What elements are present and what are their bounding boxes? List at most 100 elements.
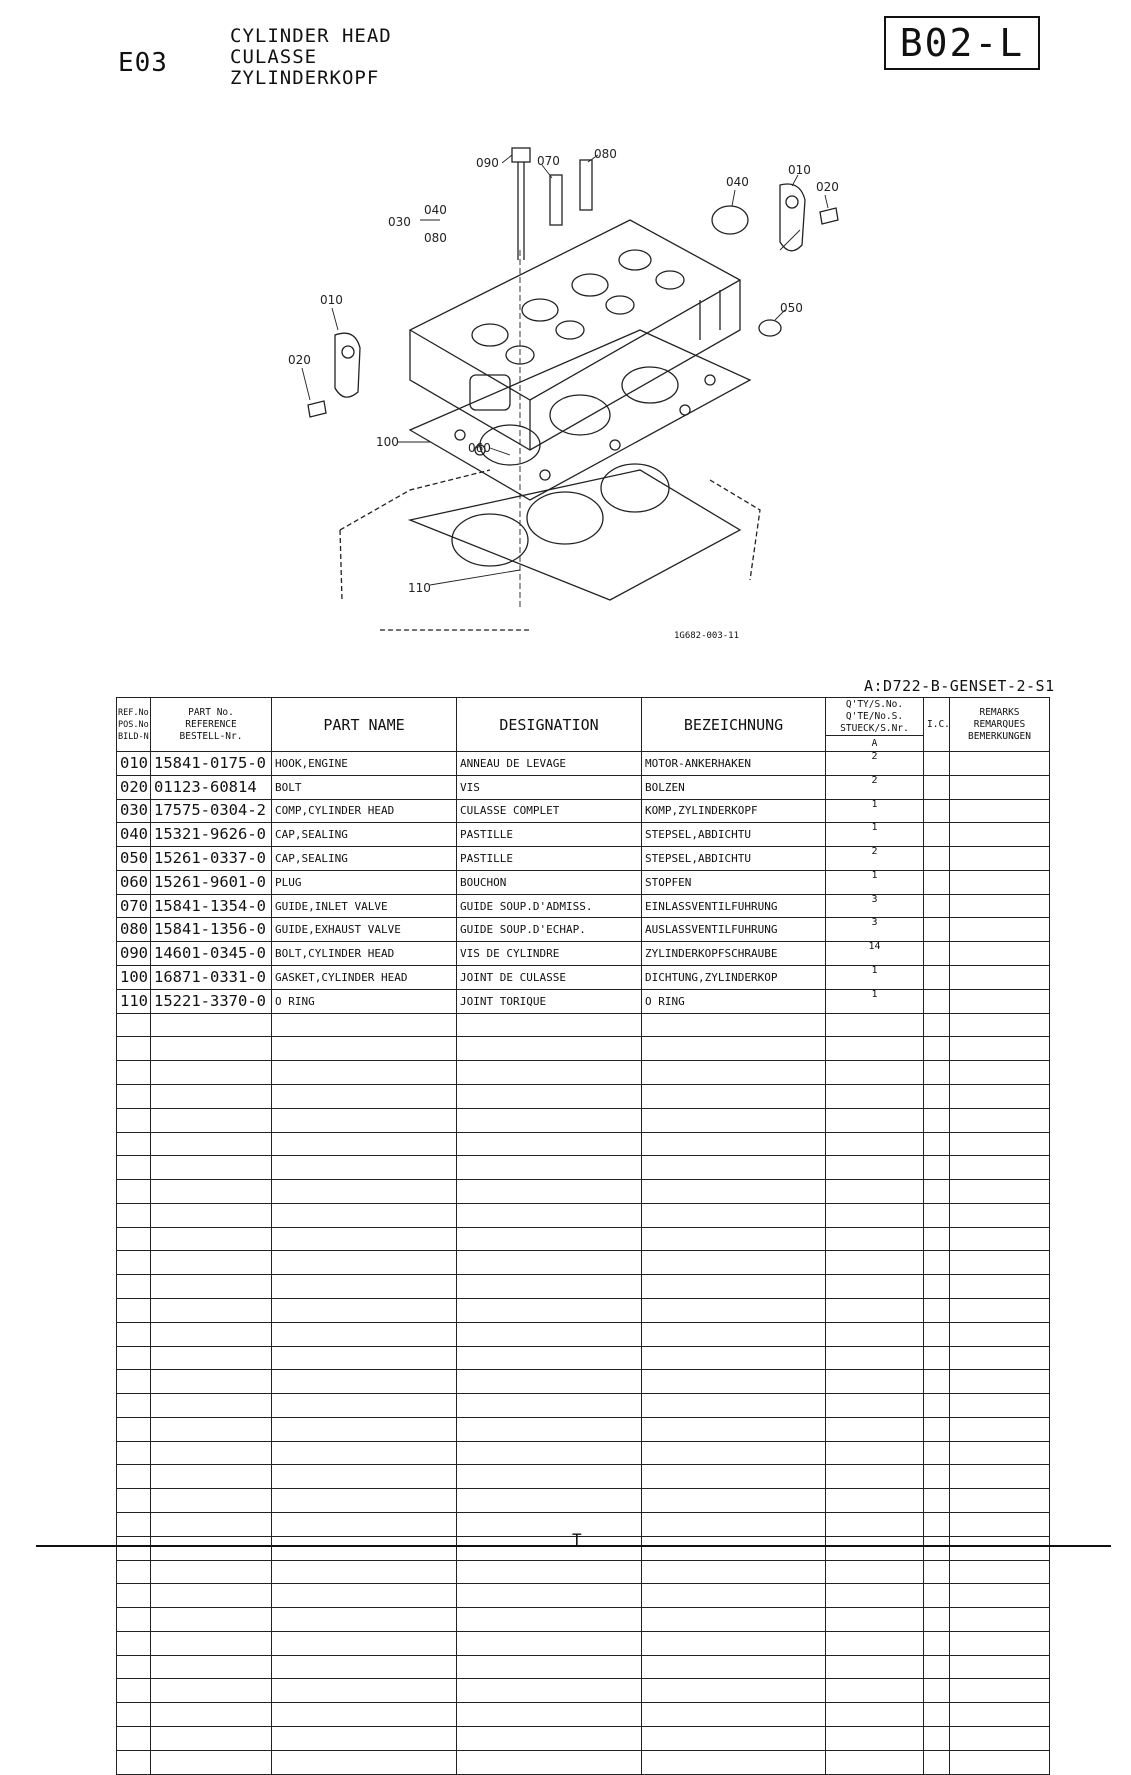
ref-no-cell: 040: [116, 822, 151, 848]
empty-cell: [949, 1702, 1050, 1728]
empty-cell: [949, 1036, 1050, 1062]
valve-guides: [549, 159, 593, 226]
empty-cell: [456, 1155, 642, 1181]
quantity-cell: 2: [825, 846, 924, 871]
empty-cell: [923, 1083, 950, 1109]
empty-cell: [949, 1535, 1050, 1561]
empty-cell: [825, 1630, 924, 1656]
designation-cell: PASTILLE: [456, 822, 642, 848]
empty-cell: [116, 1559, 151, 1585]
empty-cell: [116, 1226, 151, 1252]
designation-cell: ANNEAU DE LEVAGE: [456, 751, 642, 776]
empty-cell: [150, 1726, 272, 1751]
empty-cell: [949, 1559, 1050, 1585]
empty-table-row: [116, 1749, 1050, 1775]
ic-cell: [923, 965, 950, 990]
empty-cell: [949, 1416, 1050, 1442]
ic-cell: [923, 917, 950, 943]
header-designation: DESIGNATION: [456, 697, 642, 752]
empty-cell: [825, 1297, 924, 1323]
empty-cell: [150, 1060, 272, 1085]
empty-cell: [923, 1012, 950, 1038]
empty-table-row: [116, 1416, 1050, 1442]
empty-cell: [923, 1607, 950, 1632]
empty-cell: [150, 1321, 272, 1347]
empty-cell: [116, 1583, 151, 1609]
empty-cell: [923, 1464, 950, 1490]
title-english: CYLINDER HEAD: [230, 25, 392, 47]
empty-cell: [825, 1155, 924, 1181]
ref-no-cell: 090: [116, 941, 151, 967]
empty-cell: [456, 1083, 642, 1109]
empty-cell: [116, 1345, 151, 1371]
bezeichnung-cell: AUSLASSVENTILFUHRUNG: [641, 917, 826, 943]
empty-table-row: [116, 1535, 1050, 1561]
empty-cell: [923, 1535, 950, 1561]
empty-cell: [116, 1202, 151, 1228]
empty-cell: [923, 1060, 950, 1085]
header-ref-no: REF.No.POS.No.BILD-Nr.: [116, 697, 151, 752]
empty-cell: [923, 1107, 950, 1133]
empty-cell: [150, 1107, 272, 1133]
empty-cell: [949, 1179, 1050, 1204]
empty-cell: [116, 1749, 151, 1775]
empty-table-row: [116, 1393, 1050, 1418]
empty-cell: [150, 1083, 272, 1109]
empty-cell: [456, 1060, 642, 1085]
model-code: A:D722-B-GENSET-2-S1: [864, 677, 1055, 695]
empty-cell: [641, 1179, 826, 1204]
empty-cell: [923, 1226, 950, 1252]
bezeichnung-cell: ZYLINDERKOPFSCHRAUBE: [641, 941, 826, 967]
empty-cell: [150, 1464, 272, 1490]
empty-cell: [116, 1131, 151, 1157]
empty-cell: [949, 1488, 1050, 1513]
empty-cell: [116, 1250, 151, 1276]
empty-cell: [949, 1464, 1050, 1490]
ref-no-cell: 050: [116, 846, 151, 871]
empty-cell: [271, 1607, 457, 1632]
remarks-cell: [949, 846, 1050, 871]
empty-cell: [641, 1559, 826, 1585]
cylinder-head: [408, 219, 742, 451]
empty-cell: [456, 1535, 642, 1561]
empty-cell: [949, 1155, 1050, 1181]
empty-cell: [150, 1702, 272, 1728]
empty-cell: [641, 1535, 826, 1561]
empty-cell: [949, 1107, 1050, 1133]
empty-cell: [923, 1726, 950, 1751]
empty-cell: [641, 1345, 826, 1371]
callout-080-group: 080: [424, 231, 447, 245]
empty-table-row: [116, 1083, 1050, 1109]
empty-cell: [116, 1702, 151, 1728]
empty-cell: [641, 1369, 826, 1395]
bezeichnung-cell: EINLASSVENTILFUHRUNG: [641, 893, 826, 919]
empty-cell: [116, 1678, 151, 1704]
designation-cell: JOINT TORIQUE: [456, 988, 642, 1014]
empty-cell: [116, 1654, 151, 1680]
empty-cell: [271, 1274, 457, 1299]
empty-cell: [825, 1345, 924, 1371]
quantity-cell: 3: [825, 893, 924, 919]
empty-cell: [456, 1297, 642, 1323]
designation-cell: BOUCHON: [456, 869, 642, 895]
designation-cell: VIS DE CYLINDRE: [456, 941, 642, 967]
empty-cell: [641, 1202, 826, 1228]
part-name-cell: BOLT: [271, 774, 457, 800]
empty-cell: [923, 1036, 950, 1062]
designation-cell: VIS: [456, 774, 642, 800]
empty-cell: [456, 1274, 642, 1299]
empty-cell: [456, 1607, 642, 1632]
empty-cell: [150, 1393, 272, 1418]
empty-cell: [271, 1345, 457, 1371]
empty-cell: [949, 1345, 1050, 1371]
empty-cell: [271, 1749, 457, 1775]
empty-cell: [150, 1559, 272, 1585]
part-name-cell: COMP,CYLINDER HEAD: [271, 798, 457, 824]
page-code-box: B02-L: [884, 16, 1040, 70]
empty-table-row: [116, 1559, 1050, 1585]
empty-cell: [150, 1036, 272, 1062]
